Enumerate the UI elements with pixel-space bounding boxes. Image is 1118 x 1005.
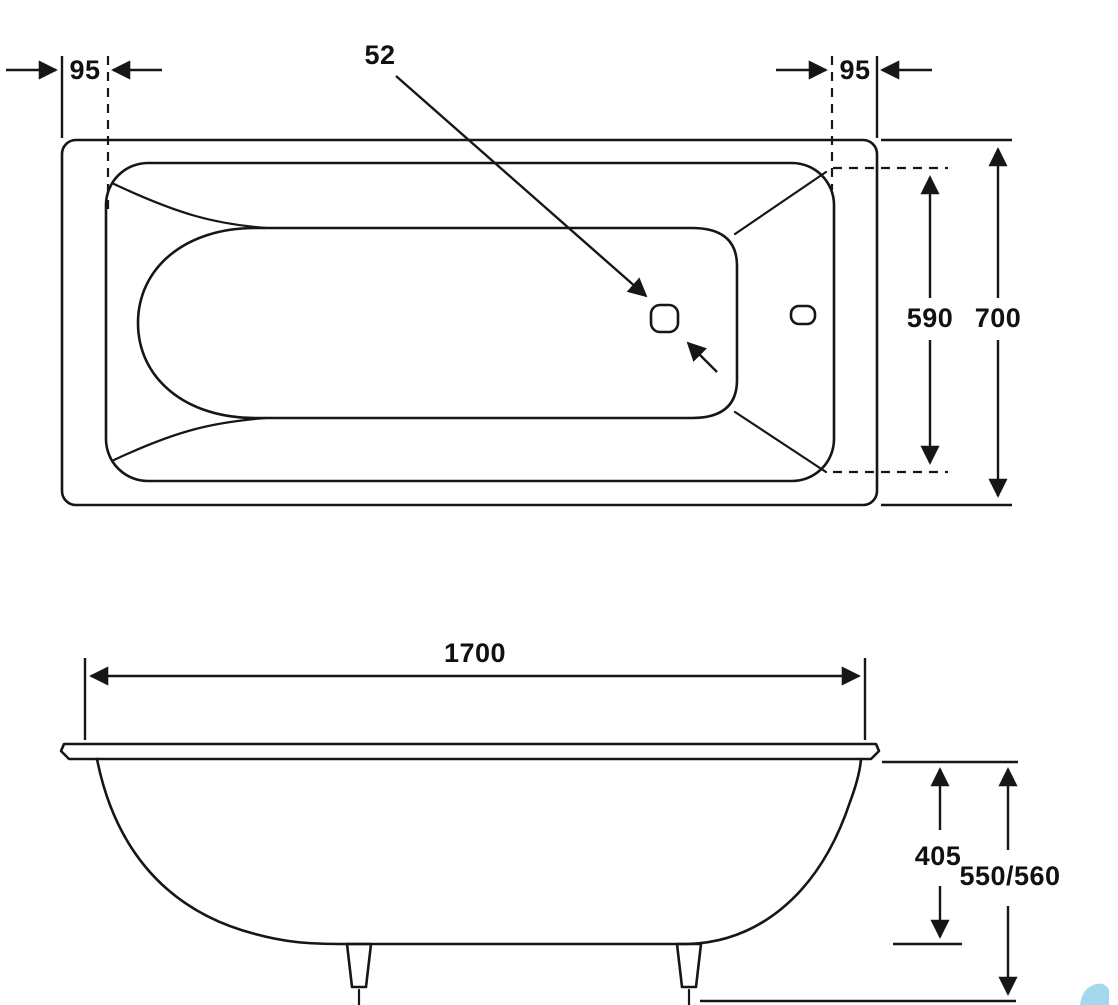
dim-1700: 1700 [83, 638, 867, 740]
dim-52-label: 52 [364, 40, 395, 70]
dim-700-label: 700 [975, 303, 1022, 333]
dim-550-560: 550/560 [700, 767, 1060, 1003]
dim-95-right-label: 95 [839, 55, 870, 85]
tub-inner-rim-outline [104, 161, 836, 483]
tub-wall-line-bottom-right [733, 410, 828, 474]
dim-405-label: 405 [915, 841, 962, 871]
dim-550-label: 550/560 [959, 861, 1060, 891]
tub-body-profile [95, 757, 863, 946]
dim-590-label: 590 [907, 303, 954, 333]
dim-95-left: 95 [6, 55, 162, 212]
tub-wall-curve-top-left [112, 182, 268, 230]
dim-95-right: 95 [776, 55, 932, 190]
watermark-icon [1080, 983, 1109, 1005]
dim-52-leader-arrow [395, 75, 648, 298]
top-view: 95 95 52 590 [6, 40, 1022, 507]
overflow-hole [789, 304, 817, 326]
dim-700: 700 [881, 138, 1022, 507]
tub-outer-outline-top [60, 138, 879, 507]
tub-rim-profile [59, 742, 881, 761]
dim-590: 590 [833, 166, 954, 474]
tub-floor-outline [136, 226, 739, 420]
drain-hole [649, 303, 680, 334]
dim-405: 405 [882, 760, 1018, 946]
dim-52-pointer-arrow [686, 341, 718, 373]
tub-foot-left [345, 942, 373, 989]
dim-52-drain: 52 [364, 40, 718, 373]
side-view: 1700 405 [59, 638, 1060, 1005]
dim-95-left-label: 95 [69, 55, 100, 85]
tub-foot-right [675, 942, 703, 989]
dim-1700-label: 1700 [444, 638, 506, 668]
tub-wall-line-top-right [733, 170, 828, 236]
tub-wall-curve-bottom-left [112, 416, 268, 462]
